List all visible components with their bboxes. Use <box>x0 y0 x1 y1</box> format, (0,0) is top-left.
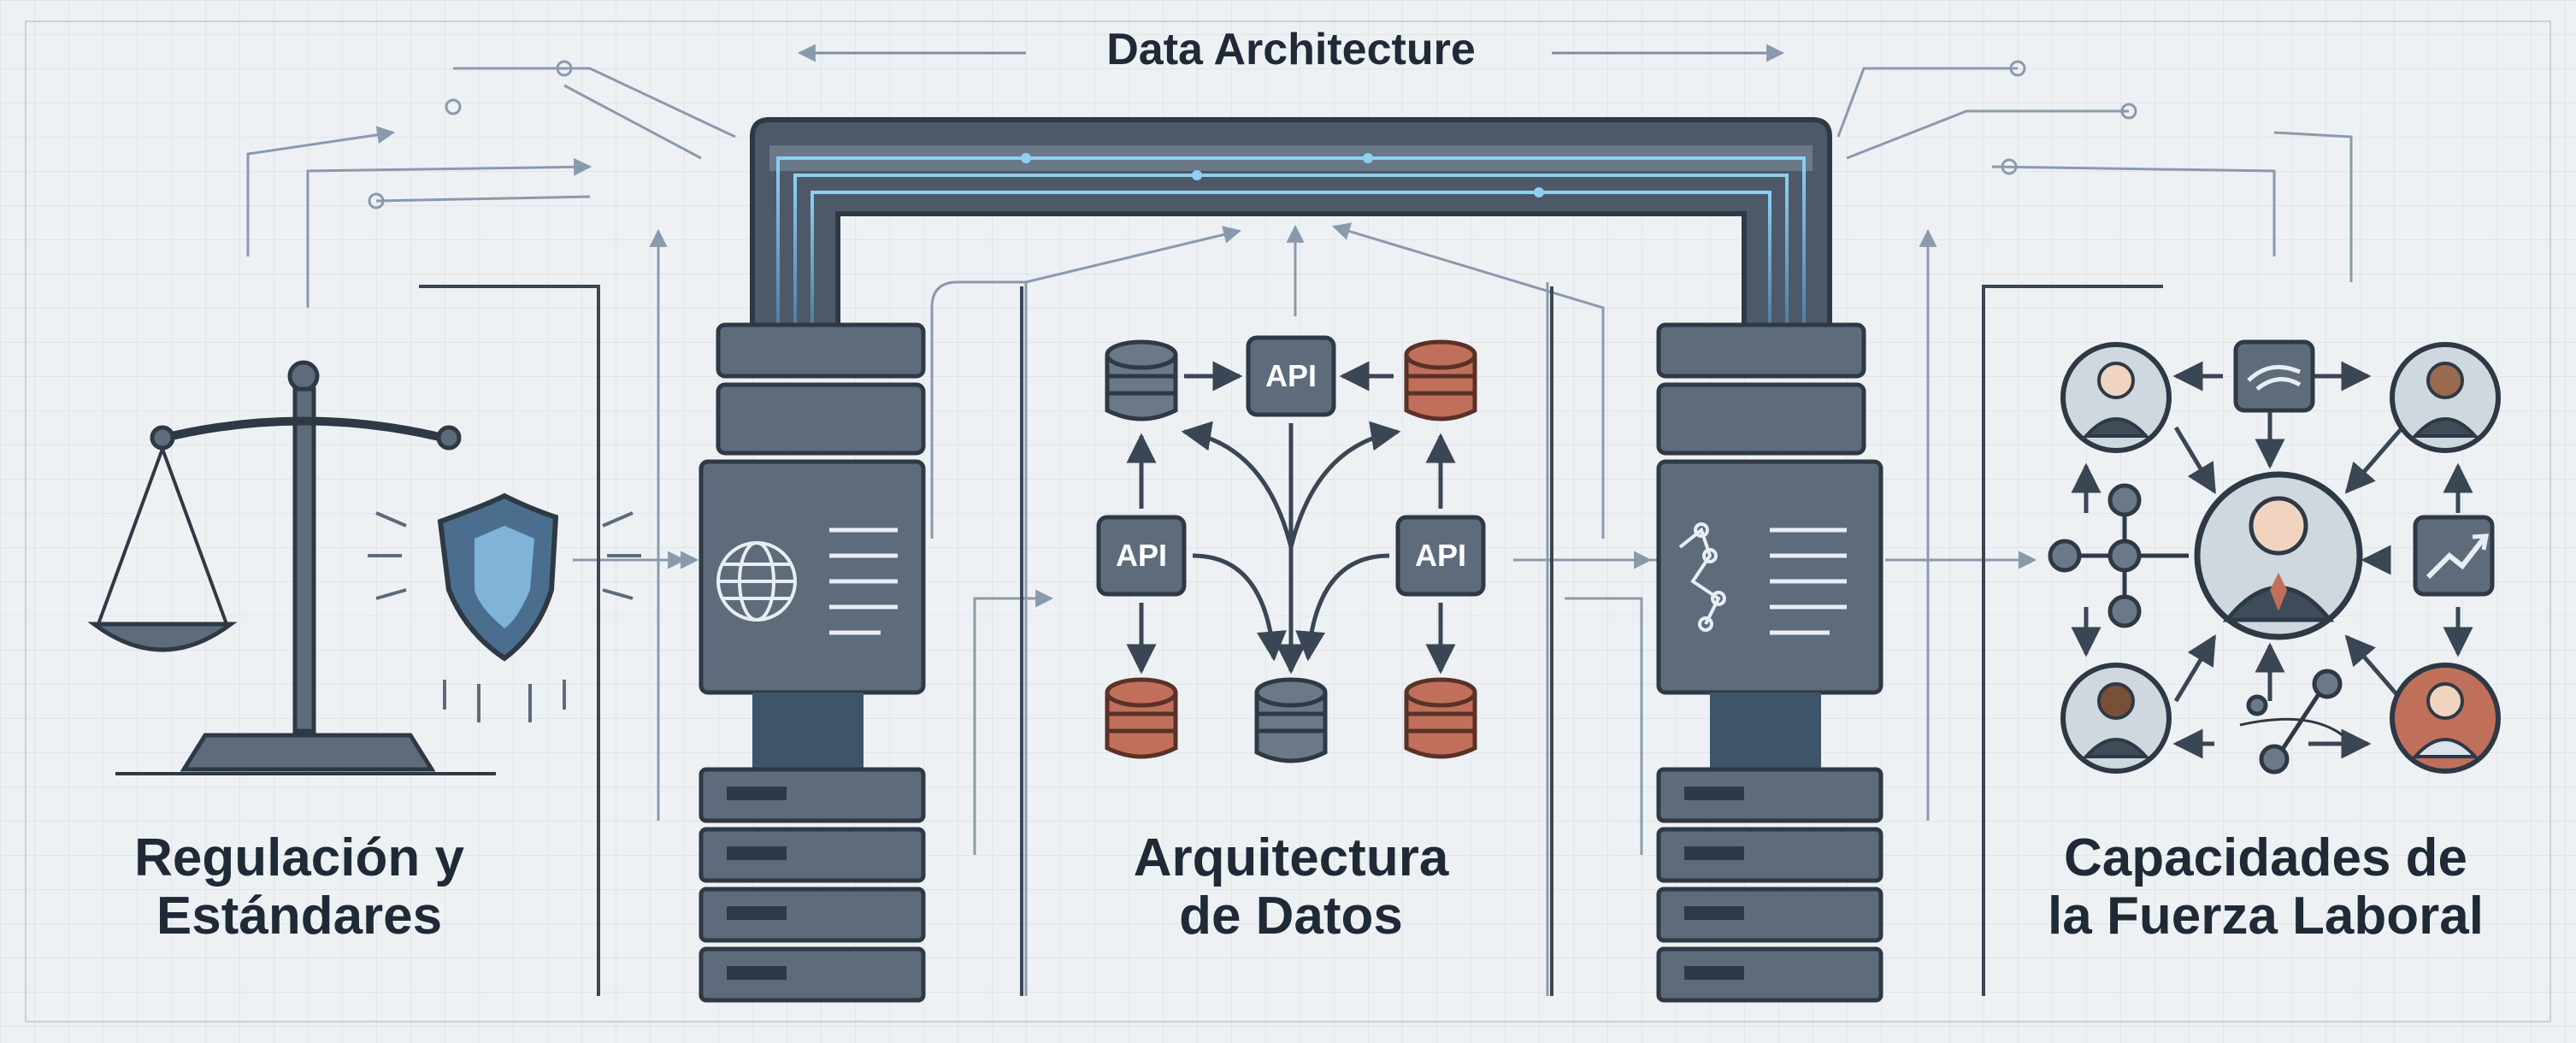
architecture-core: API API API <box>1096 335 1486 763</box>
globe-icon <box>716 541 797 622</box>
document-icon <box>1770 527 1847 635</box>
section-brackets <box>419 285 2163 996</box>
handshake-icon <box>2233 339 2315 413</box>
data-bridge <box>750 117 1832 345</box>
api-node-right: API <box>1395 515 1486 597</box>
network-icon <box>1678 522 1726 632</box>
section-label-workforce: Capacidades de la Fuerza Laboral <box>2048 828 2484 946</box>
workforce-network <box>1941 339 2501 775</box>
section-label-architecture: Arquitectura de Datos <box>1133 828 1449 946</box>
network-icon <box>2239 669 2343 775</box>
frame-border <box>25 21 2551 1022</box>
api-node-top: API <box>1246 335 1336 417</box>
person-avatar-icon <box>2390 663 2501 774</box>
database-icon <box>1404 677 1477 759</box>
growth-chart-icon <box>2413 515 2495 597</box>
api-label: API <box>1116 538 1167 573</box>
api-arrows <box>1126 361 1456 675</box>
scale-of-justice-icon <box>87 360 496 775</box>
database-icon <box>1105 677 1178 759</box>
person-avatar-icon <box>2390 342 2501 453</box>
database-icon <box>1105 339 1178 421</box>
server-rack-icon <box>1656 767 1883 1003</box>
diagram-title: Data Architecture <box>1106 25 1476 74</box>
section-label-regulation: Regulación y Estándares <box>134 828 464 946</box>
document-icon <box>829 527 898 635</box>
database-icon <box>1254 677 1328 763</box>
api-label: API <box>1265 358 1317 393</box>
shield-icon <box>368 492 699 722</box>
database-icon <box>1404 339 1477 421</box>
left-server-tower <box>699 322 926 1003</box>
person-avatar-icon <box>2060 663 2172 774</box>
network-icon <box>2048 483 2189 628</box>
right-server-tower <box>1656 322 1883 1003</box>
api-node-left: API <box>1096 515 1187 597</box>
person-avatar-icon <box>2194 471 2363 640</box>
left-connectors <box>246 60 736 996</box>
network-arrows <box>2071 361 2473 759</box>
person-avatar-icon <box>2060 342 2172 453</box>
server-rack-icon <box>699 767 926 1003</box>
api-label: API <box>1415 538 1466 573</box>
